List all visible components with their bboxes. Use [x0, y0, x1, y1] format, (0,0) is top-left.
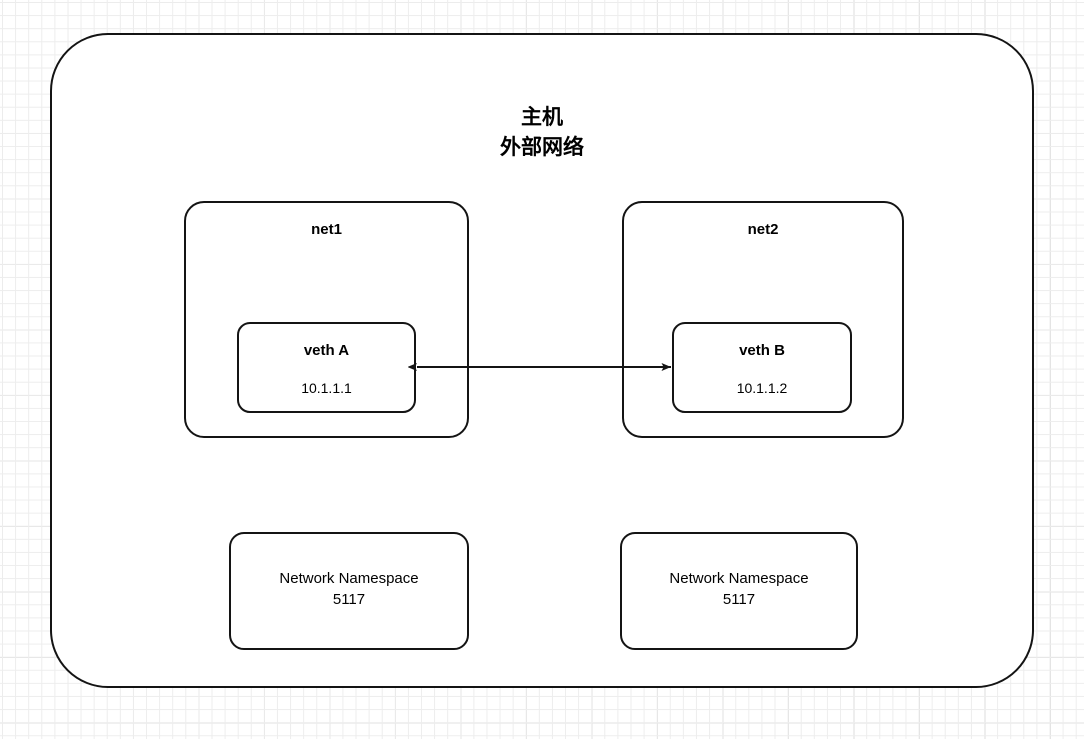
interface-name-veth-b: veth B	[739, 341, 785, 359]
interface-ip-veth-b: 10.1.1.2	[736, 379, 788, 396]
network-namespace-label-right: Network Namespace 5117	[669, 569, 809, 608]
network-namespace-box-right: Network Namespace 5117	[620, 532, 858, 650]
network-namespace-box-left: Network Namespace 5117	[229, 532, 469, 650]
host-title: 主机 外部网络	[500, 106, 584, 159]
interface-box-veth-a: veth A 10.1.1.1	[237, 322, 416, 413]
network-namespace-label-left: Network Namespace 5117	[279, 569, 419, 608]
interface-name-veth-a: veth A	[303, 341, 350, 359]
network-label-net1: net1	[311, 221, 342, 238]
interface-ip-veth-a: 10.1.1.1	[301, 379, 352, 396]
network-label-net2: net2	[747, 221, 779, 238]
interface-box-veth-b: veth B 10.1.1.2	[672, 322, 852, 413]
